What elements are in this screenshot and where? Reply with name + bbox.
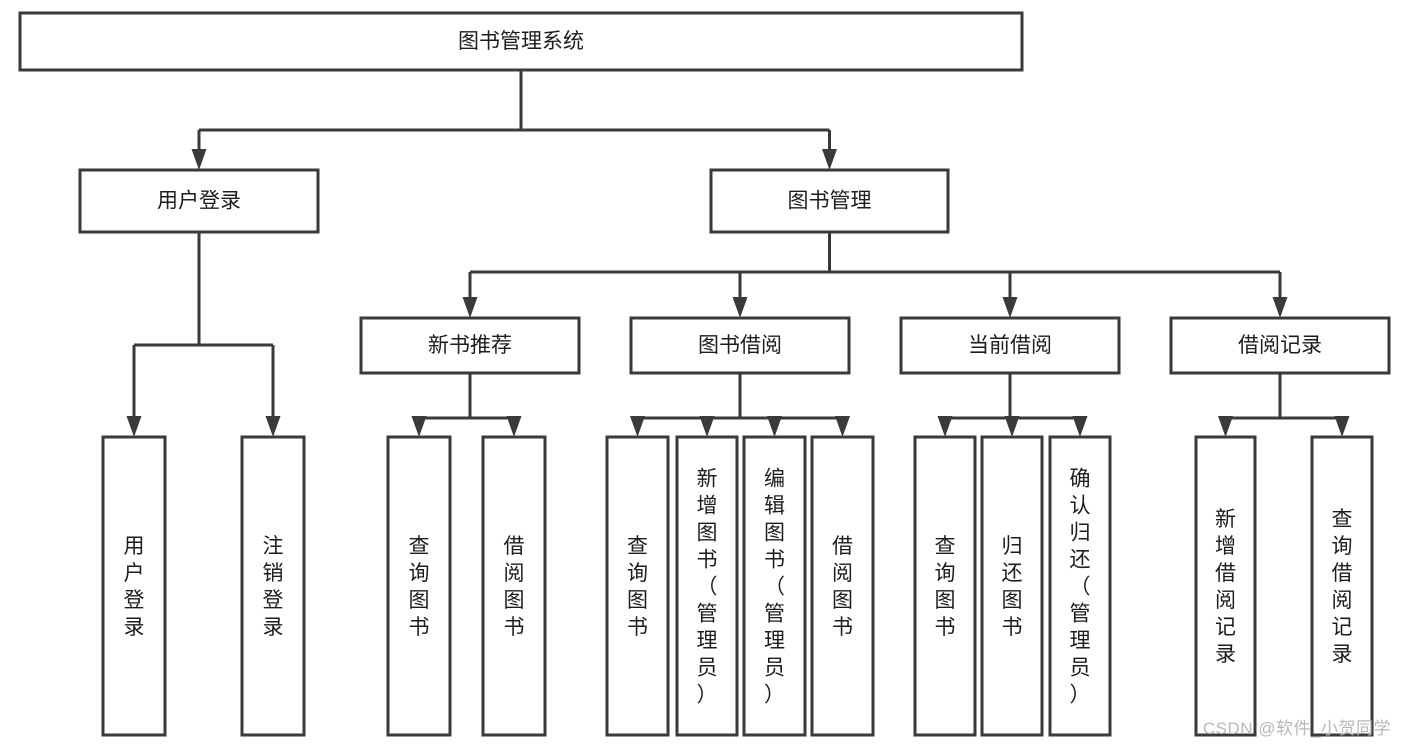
node-box[interactable]: [980, 435, 1044, 737]
arrow-head-icon: [699, 416, 715, 437]
arrow-head-icon: [835, 416, 850, 437]
node-box[interactable]: [101, 435, 167, 737]
node-leaf-cur-return[interactable]: 归还图书: [980, 435, 1044, 737]
node-borrow-record[interactable]: 借阅记录: [1169, 316, 1391, 375]
node-label: 注销登录: [263, 535, 284, 639]
node-box[interactable]: [709, 168, 950, 234]
node-box[interactable]: [605, 435, 670, 737]
arrow-head-icon: [1334, 416, 1350, 437]
node-user-login[interactable]: 用户登录: [78, 168, 320, 234]
watermark-text: CSDN @软件_小贺同学: [1202, 719, 1391, 738]
node-leaf-rec-query[interactable]: 查询图书: [386, 435, 452, 737]
node-label: 当前借阅: [968, 334, 1052, 357]
node-book-borrow[interactable]: 图书借阅: [629, 316, 851, 375]
arrow-head-icon: [1072, 416, 1088, 437]
node-label: 用户登录: [157, 190, 241, 213]
node-box[interactable]: [899, 316, 1121, 375]
node-box[interactable]: [913, 435, 977, 737]
node-box[interactable]: [675, 435, 739, 737]
node-label: 确认归还（管理员）: [1070, 468, 1091, 707]
node-leaf-user-logout[interactable]: 注销登录: [240, 435, 306, 737]
node-box[interactable]: [481, 435, 547, 737]
node-leaf-cur-query[interactable]: 查询图书: [913, 435, 977, 737]
arrow-head-icon: [937, 416, 953, 437]
node-label: 图书借阅: [698, 334, 782, 357]
node-label: 图书管理系统: [458, 30, 584, 53]
node-leaf-rec-search[interactable]: 查询借阅记录: [1310, 435, 1374, 737]
arrow-head-icon: [630, 416, 645, 437]
node-leaf-borrow-add[interactable]: 新增图书（管理员）: [675, 435, 739, 737]
node-label: 归还图书: [1002, 535, 1023, 639]
node-label: 查询图书: [409, 535, 430, 639]
node-box[interactable]: [240, 435, 306, 737]
node-box[interactable]: [18, 11, 1024, 72]
node-box[interactable]: [1169, 316, 1391, 375]
node-leaf-user-login[interactable]: 用户登录: [101, 435, 167, 737]
arrow-head-icon: [822, 149, 837, 170]
arrow-head-icon: [126, 416, 142, 437]
node-box[interactable]: [1310, 435, 1374, 737]
nodes-layer: 图书管理系统用户登录图书管理新书推荐图书借阅当前借阅借阅记录用户登录注销登录查询…: [18, 11, 1391, 737]
arrow-head-icon: [506, 416, 522, 437]
node-label: 用户登录: [124, 535, 145, 639]
node-box[interactable]: [1048, 435, 1112, 737]
node-label: 编辑图书（管理员）: [764, 468, 785, 707]
node-label: 新书推荐: [428, 334, 512, 357]
arrow-head-icon: [1004, 416, 1020, 437]
node-box[interactable]: [359, 316, 581, 375]
arrow-head-icon: [1218, 416, 1233, 437]
arrow-head-icon: [462, 297, 478, 318]
node-book-manage[interactable]: 图书管理: [709, 168, 950, 234]
node-label: 查询图书: [627, 535, 648, 639]
node-label: 图书管理: [788, 190, 872, 213]
node-root[interactable]: 图书管理系统: [18, 11, 1024, 72]
node-label: 查询借阅记录: [1332, 508, 1353, 666]
node-label: 借阅图书: [504, 535, 525, 639]
node-new-book-rec[interactable]: 新书推荐: [359, 316, 581, 375]
node-leaf-borrow-lend[interactable]: 借阅图书: [810, 435, 875, 737]
node-current-borrow[interactable]: 当前借阅: [899, 316, 1121, 375]
node-label: 借阅记录: [1238, 334, 1322, 357]
arrow-head-icon: [732, 297, 748, 318]
arrow-head-icon: [1002, 297, 1018, 318]
arrow-head-icon: [1272, 297, 1288, 318]
node-box[interactable]: [742, 435, 807, 737]
node-label: 借阅图书: [832, 535, 853, 639]
node-label: 新增借阅记录: [1215, 508, 1236, 666]
node-leaf-borrow-query[interactable]: 查询图书: [605, 435, 670, 737]
node-box[interactable]: [629, 316, 851, 375]
node-label: 查询图书: [935, 535, 956, 639]
node-leaf-rec-add[interactable]: 新增借阅记录: [1194, 435, 1257, 737]
node-label: 新增图书（管理员）: [697, 468, 718, 707]
node-box[interactable]: [1194, 435, 1257, 737]
node-leaf-borrow-edit[interactable]: 编辑图书（管理员）: [742, 435, 807, 737]
node-leaf-cur-confirm[interactable]: 确认归还（管理员）: [1048, 435, 1112, 737]
node-leaf-rec-borrow[interactable]: 借阅图书: [481, 435, 547, 737]
node-box[interactable]: [810, 435, 875, 737]
node-box[interactable]: [78, 168, 320, 234]
arrow-head-icon: [767, 416, 782, 437]
arrow-head-icon: [411, 416, 427, 437]
node-box[interactable]: [386, 435, 452, 737]
arrow-head-icon: [265, 416, 281, 437]
arrow-head-icon: [191, 149, 207, 170]
connectors-layer: [126, 70, 1350, 437]
